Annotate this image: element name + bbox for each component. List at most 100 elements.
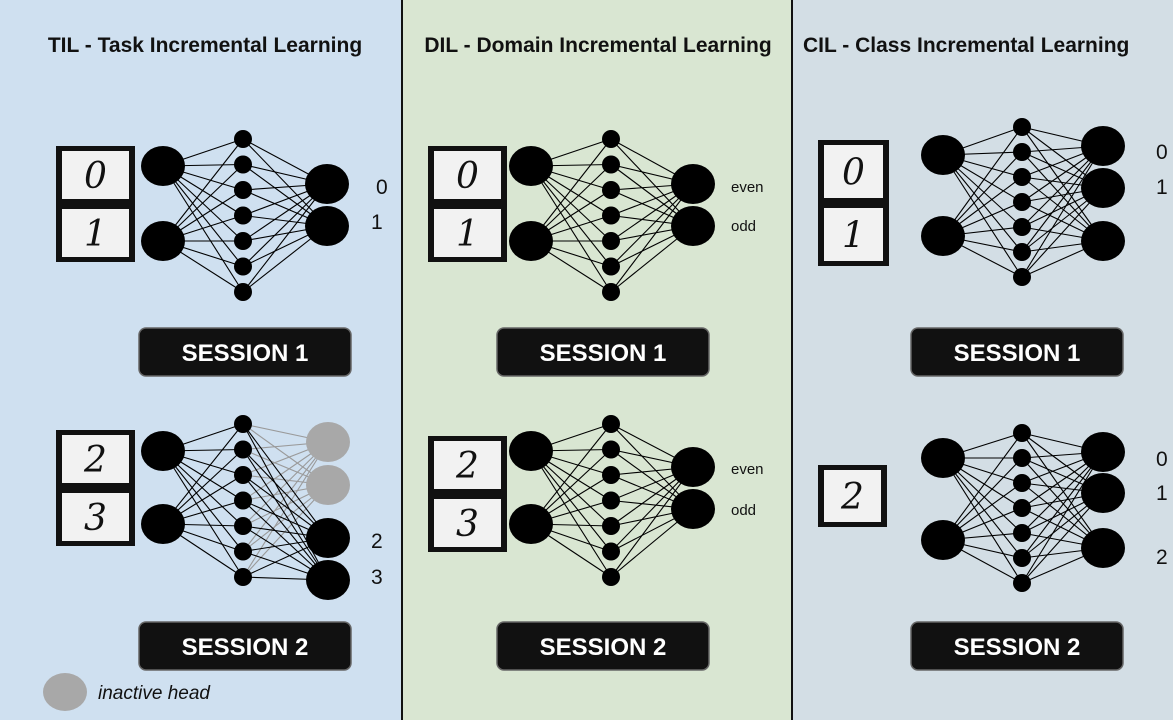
digit-cell bbox=[824, 145, 883, 198]
edge bbox=[530, 450, 612, 578]
edge bbox=[942, 457, 1023, 559]
digit-cell bbox=[434, 209, 501, 257]
hidden-node bbox=[1013, 474, 1031, 492]
edge bbox=[530, 138, 612, 242]
edge bbox=[530, 450, 612, 552]
hidden-node bbox=[234, 206, 252, 225]
digit-cell bbox=[434, 441, 501, 489]
digit-glyph: 0 bbox=[842, 153, 865, 194]
edge bbox=[242, 441, 329, 578]
digit-glyph: 2 bbox=[455, 446, 479, 487]
digit-glyph: 0 bbox=[84, 156, 107, 197]
digit-cell bbox=[824, 470, 881, 522]
hidden-node bbox=[1013, 218, 1031, 236]
edge bbox=[530, 165, 612, 267]
output-node bbox=[671, 489, 715, 529]
hidden-node bbox=[234, 130, 252, 148]
output-node bbox=[306, 560, 350, 600]
hidden-node bbox=[602, 206, 620, 225]
output-label: odd bbox=[731, 502, 756, 519]
inactive-output-node bbox=[306, 422, 350, 462]
dil-s2-input-image: 23 bbox=[428, 436, 507, 552]
cil-s1-network bbox=[921, 118, 1125, 286]
output-label: 2 bbox=[1156, 546, 1168, 569]
output-label: 3 bbox=[371, 566, 383, 589]
session-label: SESSION 2 bbox=[540, 634, 667, 661]
edge bbox=[242, 423, 329, 581]
hidden-node bbox=[234, 232, 252, 250]
session-label: SESSION 2 bbox=[954, 634, 1081, 661]
session-badge bbox=[138, 327, 352, 377]
digit-glyph: 1 bbox=[84, 214, 107, 255]
output-label: odd bbox=[731, 218, 756, 235]
output-label: 1 bbox=[371, 211, 383, 234]
input-node bbox=[921, 520, 965, 560]
output-label: 1 bbox=[1156, 176, 1168, 199]
hidden-node bbox=[234, 517, 252, 535]
digit-cell bbox=[62, 493, 129, 541]
hidden-node bbox=[234, 181, 252, 199]
til-s1-input-image: 01 bbox=[56, 146, 135, 262]
edge bbox=[942, 154, 1023, 253]
hidden-node bbox=[602, 257, 620, 276]
session-label: SESSION 1 bbox=[954, 340, 1081, 367]
edge bbox=[242, 484, 329, 578]
cil-s2-input-image: 2 bbox=[818, 465, 887, 527]
hidden-node bbox=[1013, 268, 1031, 286]
edge bbox=[162, 423, 244, 525]
hidden-node bbox=[234, 440, 252, 459]
edge bbox=[1021, 451, 1104, 584]
hidden-node bbox=[1013, 549, 1031, 567]
output-node bbox=[1081, 473, 1125, 513]
edge bbox=[242, 474, 329, 581]
cil-s1-input-image: 01 bbox=[818, 140, 889, 266]
hidden-node bbox=[1013, 449, 1031, 467]
hidden-node bbox=[602, 542, 620, 561]
hidden-node bbox=[1013, 499, 1031, 517]
output-node bbox=[1081, 528, 1125, 568]
cil-s2-network bbox=[921, 424, 1125, 592]
hidden-node bbox=[234, 491, 252, 510]
output-node bbox=[671, 447, 715, 487]
edge bbox=[1021, 432, 1104, 549]
edge bbox=[1021, 126, 1104, 242]
output-label: even bbox=[731, 179, 764, 196]
dil-s2-network bbox=[509, 415, 715, 586]
til-s2-network bbox=[141, 415, 350, 600]
session-label: SESSION 1 bbox=[182, 340, 309, 367]
hidden-node bbox=[602, 568, 620, 586]
edge bbox=[942, 154, 1023, 278]
input-node bbox=[141, 146, 185, 186]
output-node bbox=[671, 206, 715, 246]
input-node bbox=[141, 221, 185, 261]
output-node bbox=[1081, 126, 1125, 166]
digit-cell bbox=[62, 209, 129, 257]
input-node bbox=[141, 431, 185, 471]
hidden-node bbox=[1013, 424, 1031, 442]
output-node bbox=[1081, 221, 1125, 261]
output-label: 0 bbox=[1156, 448, 1168, 471]
output-node bbox=[306, 518, 350, 558]
edge bbox=[162, 138, 244, 242]
edge bbox=[530, 423, 612, 525]
hidden-node bbox=[602, 155, 620, 174]
output-node bbox=[671, 164, 715, 204]
digit-glyph: 2 bbox=[83, 440, 107, 481]
hidden-node bbox=[602, 283, 620, 301]
hidden-node bbox=[1013, 524, 1031, 542]
output-node bbox=[305, 206, 349, 246]
input-node bbox=[141, 504, 185, 544]
edge bbox=[162, 165, 244, 267]
til-s1-network bbox=[141, 130, 349, 301]
legend-inactive-node bbox=[43, 673, 87, 711]
cil-title: CIL - Class Incremental Learning bbox=[803, 34, 1130, 57]
session-label: SESSION 1 bbox=[540, 340, 667, 367]
hidden-node bbox=[1013, 143, 1031, 161]
digit-glyph: 2 bbox=[840, 477, 864, 518]
session-badge bbox=[910, 621, 1124, 671]
hidden-node bbox=[1013, 574, 1031, 592]
hidden-node bbox=[602, 491, 620, 510]
session-badge bbox=[496, 327, 710, 377]
session-label: SESSION 2 bbox=[182, 634, 309, 661]
